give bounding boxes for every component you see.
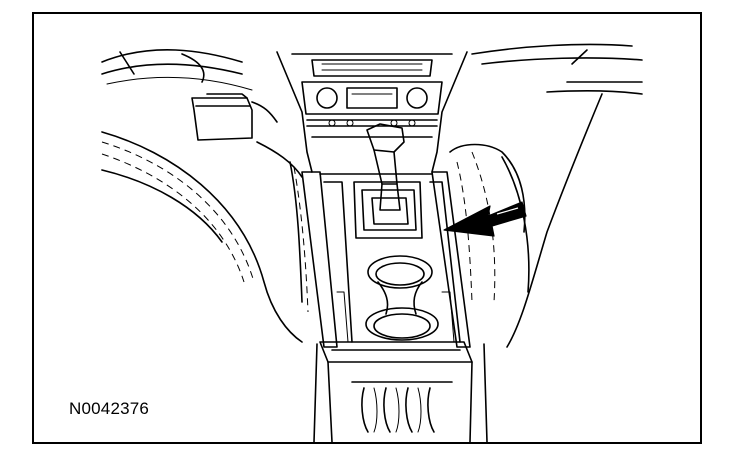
center-console <box>301 171 471 348</box>
console-illustration <box>101 43 643 442</box>
gear-shifter <box>366 123 405 211</box>
dashboard-right <box>471 43 643 95</box>
center-stack <box>276 51 468 173</box>
left-seat <box>101 131 309 343</box>
gear-shift-bezel <box>353 181 423 239</box>
dashboard-left <box>101 49 278 123</box>
figure-reference-id: N0042376 <box>69 399 150 418</box>
rear-storage <box>351 381 453 433</box>
cup-holder <box>365 255 439 341</box>
left-vent <box>191 93 253 141</box>
figure-frame: N0042376 <box>32 12 702 444</box>
armrest <box>313 341 488 442</box>
callout-arrow <box>443 201 527 237</box>
